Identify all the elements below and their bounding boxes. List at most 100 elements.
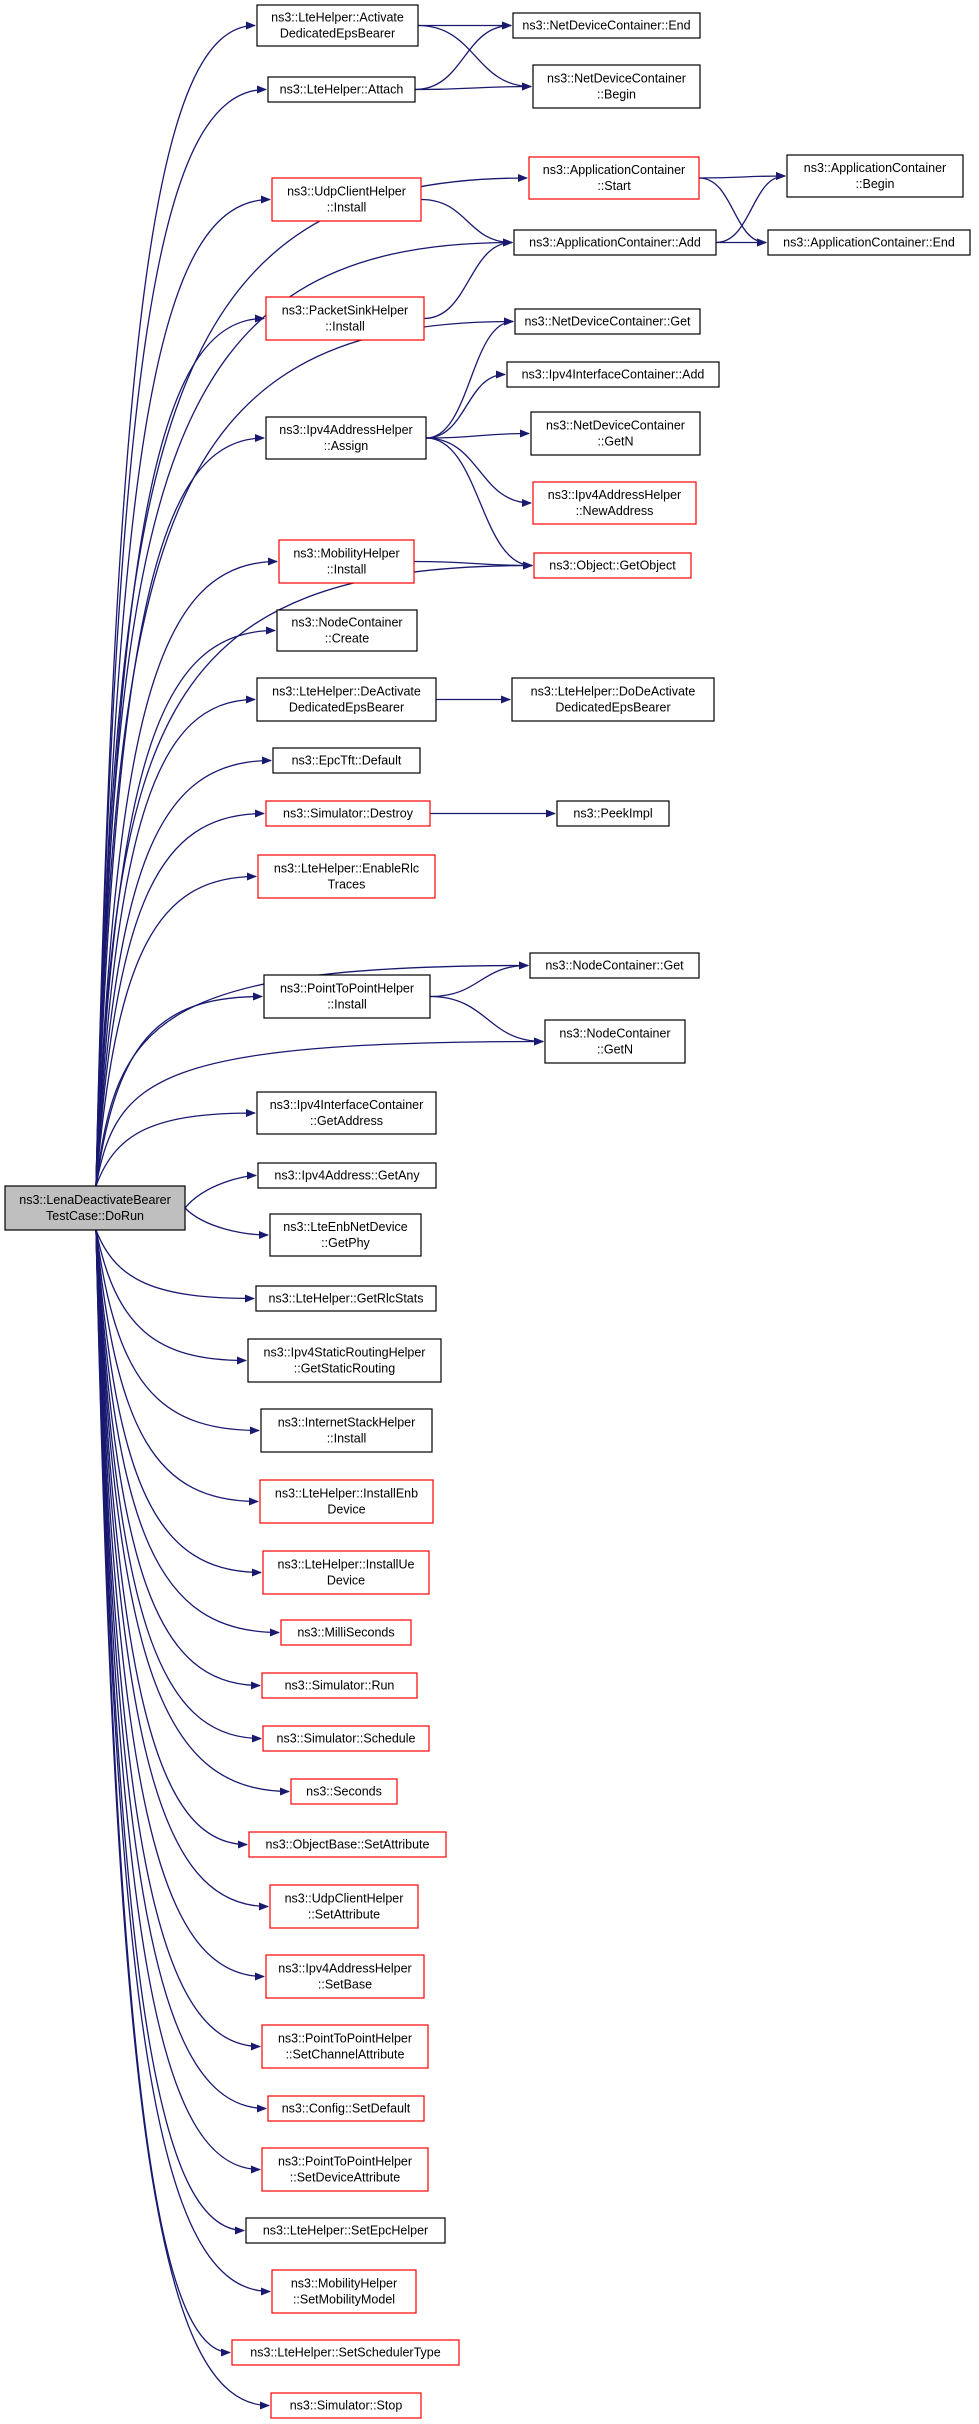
node-box-sim_stop[interactable] bbox=[270, 2392, 422, 2419]
node-box-ndc_get[interactable] bbox=[514, 308, 701, 335]
node-ndc_begin[interactable]: ns3::NetDeviceContainer::Begin bbox=[532, 64, 701, 109]
node-box-ndc_end[interactable] bbox=[512, 12, 701, 39]
node-box-config_setdefault[interactable] bbox=[267, 2095, 425, 2122]
node-app_start[interactable]: ns3::ApplicationContainer::Start bbox=[528, 156, 700, 200]
node-box-ipv4ah_setbase[interactable] bbox=[265, 1954, 425, 1999]
node-app_add[interactable]: ns3::ApplicationContainer::Add bbox=[513, 229, 717, 256]
node-box-enb_getphy[interactable] bbox=[269, 1213, 422, 1257]
node-box-ipv4ic_getaddr[interactable] bbox=[256, 1091, 437, 1135]
node-sim_schedule[interactable]: ns3::Simulator::Schedule bbox=[262, 1725, 430, 1752]
node-ndc_get[interactable]: ns3::NetDeviceContainer::Get bbox=[514, 308, 701, 335]
node-box-nc_getn[interactable] bbox=[544, 1019, 686, 1064]
node-app_end[interactable]: ns3::ApplicationContainer::End bbox=[767, 229, 971, 256]
node-ndc_end[interactable]: ns3::NetDeviceContainer::End bbox=[512, 12, 701, 39]
node-box-mob_install[interactable] bbox=[278, 539, 415, 584]
node-box-dodeactivate[interactable] bbox=[511, 677, 715, 722]
node-set_scheduler[interactable]: ns3::LteHelper::SetSchedulerType bbox=[231, 2339, 460, 2366]
node-box-ipv4_getany[interactable] bbox=[257, 1162, 437, 1189]
node-ipv4ah_setbase[interactable]: ns3::Ipv4AddressHelper::SetBase bbox=[265, 1954, 425, 1999]
node-seconds[interactable]: ns3::Seconds bbox=[290, 1778, 398, 1805]
node-box-app_begin[interactable] bbox=[786, 154, 964, 198]
node-inet_install[interactable]: ns3::InternetStackHelper::Install bbox=[260, 1408, 433, 1453]
node-p2p_setchan[interactable]: ns3::PointToPointHelper::SetChannelAttri… bbox=[261, 2024, 429, 2069]
node-box-app_end[interactable] bbox=[767, 229, 971, 256]
node-box-static_routing[interactable] bbox=[247, 1338, 442, 1383]
node-box-attach[interactable] bbox=[267, 76, 416, 103]
node-mob_install[interactable]: ns3::MobilityHelper::Install bbox=[278, 539, 415, 584]
node-dodeactivate[interactable]: ns3::LteHelper::DoDeActivateDedicatedEps… bbox=[511, 677, 715, 722]
node-box-get_rlcstats[interactable] bbox=[255, 1285, 437, 1312]
node-udp_install[interactable]: ns3::UdpClientHelper::Install bbox=[271, 177, 422, 222]
node-box-deactivate[interactable] bbox=[256, 677, 437, 722]
node-box-enable_rlc[interactable] bbox=[257, 854, 436, 899]
node-box-activate[interactable] bbox=[256, 4, 419, 47]
node-box-root[interactable] bbox=[4, 1185, 186, 1231]
node-mob_setmodel[interactable]: ns3::MobilityHelper::SetMobilityModel bbox=[271, 2269, 417, 2314]
node-box-set_scheduler[interactable] bbox=[231, 2339, 460, 2366]
node-box-app_add[interactable] bbox=[513, 229, 717, 256]
node-box-milliseconds[interactable] bbox=[280, 1619, 412, 1646]
node-ipv4ic_getaddr[interactable]: ns3::Ipv4InterfaceContainer::GetAddress bbox=[256, 1091, 437, 1135]
node-nc_create[interactable]: ns3::NodeContainer::Create bbox=[276, 609, 418, 652]
node-enb_getphy[interactable]: ns3::LteEnbNetDevice::GetPhy bbox=[269, 1213, 422, 1257]
node-sim_stop[interactable]: ns3::Simulator::Stop bbox=[270, 2392, 422, 2419]
node-box-set_epchelper[interactable] bbox=[245, 2217, 446, 2244]
node-sink_install[interactable]: ns3::PacketSinkHelper::Install bbox=[265, 296, 425, 341]
node-box-inet_install[interactable] bbox=[260, 1408, 433, 1453]
node-box-mob_setmodel[interactable] bbox=[271, 2269, 417, 2314]
node-box-sim_schedule[interactable] bbox=[262, 1725, 430, 1752]
node-app_begin[interactable]: ns3::ApplicationContainer::Begin bbox=[786, 154, 964, 198]
node-get_rlcstats[interactable]: ns3::LteHelper::GetRlcStats bbox=[255, 1285, 437, 1312]
node-ndc_getn[interactable]: ns3::NetDeviceContainer::GetN bbox=[530, 411, 701, 456]
node-sim_run[interactable]: ns3::Simulator::Run bbox=[261, 1672, 418, 1699]
node-p2p_setdev[interactable]: ns3::PointToPointHelper::SetDeviceAttrib… bbox=[261, 2147, 429, 2192]
node-obj_getobject[interactable]: ns3::Object::GetObject bbox=[533, 552, 692, 579]
node-box-peekimpl[interactable] bbox=[556, 800, 670, 827]
node-config_setdefault[interactable]: ns3::Config::SetDefault bbox=[267, 2095, 425, 2122]
node-nc_get[interactable]: ns3::NodeContainer::Get bbox=[529, 952, 700, 979]
node-box-install_ue[interactable] bbox=[262, 1550, 430, 1595]
node-attach[interactable]: ns3::LteHelper::Attach bbox=[267, 76, 416, 103]
node-box-p2p_setdev[interactable] bbox=[261, 2147, 429, 2192]
node-ipv4ic_add[interactable]: ns3::Ipv4InterfaceContainer::Add bbox=[506, 361, 720, 388]
node-ipv4ah_assign[interactable]: ns3::Ipv4AddressHelper::Assign bbox=[265, 416, 427, 460]
node-box-ipv4ah_newaddr[interactable] bbox=[532, 481, 697, 525]
node-box-app_start[interactable] bbox=[528, 156, 700, 200]
node-epctft_default[interactable]: ns3::EpcTft::Default bbox=[272, 747, 421, 774]
node-box-p2p_install[interactable] bbox=[263, 974, 431, 1019]
node-box-p2p_setchan[interactable] bbox=[261, 2024, 429, 2069]
node-box-sim_run[interactable] bbox=[261, 1672, 418, 1699]
node-ipv4_getany[interactable]: ns3::Ipv4Address::GetAny bbox=[257, 1162, 437, 1189]
node-ipv4ah_newaddr[interactable]: ns3::Ipv4AddressHelper::NewAddress bbox=[532, 481, 697, 525]
node-box-install_enb[interactable] bbox=[259, 1479, 434, 1524]
node-activate[interactable]: ns3::LteHelper::ActivateDedicatedEpsBear… bbox=[256, 4, 419, 47]
node-box-ndc_begin[interactable] bbox=[532, 64, 701, 109]
node-box-seconds[interactable] bbox=[290, 1778, 398, 1805]
node-deactivate[interactable]: ns3::LteHelper::DeActivateDedicatedEpsBe… bbox=[256, 677, 437, 722]
node-box-ob_setattr[interactable] bbox=[248, 1831, 447, 1858]
node-udp_setattr[interactable]: ns3::UdpClientHelper::SetAttribute bbox=[269, 1884, 419, 1929]
node-box-udp_setattr[interactable] bbox=[269, 1884, 419, 1929]
node-p2p_install[interactable]: ns3::PointToPointHelper::Install bbox=[263, 974, 431, 1019]
node-box-nc_get[interactable] bbox=[529, 952, 700, 979]
node-box-nc_create[interactable] bbox=[276, 609, 418, 652]
node-sim_destroy[interactable]: ns3::Simulator::Destroy bbox=[265, 800, 431, 827]
node-peekimpl[interactable]: ns3::PeekImpl bbox=[556, 800, 670, 827]
node-ob_setattr[interactable]: ns3::ObjectBase::SetAttribute bbox=[248, 1831, 447, 1858]
node-milliseconds[interactable]: ns3::MilliSeconds bbox=[280, 1619, 412, 1646]
node-box-sink_install[interactable] bbox=[265, 296, 425, 341]
node-set_epchelper[interactable]: ns3::LteHelper::SetEpcHelper bbox=[245, 2217, 446, 2244]
node-nc_getn[interactable]: ns3::NodeContainer::GetN bbox=[544, 1019, 686, 1064]
node-box-obj_getobject[interactable] bbox=[533, 552, 692, 579]
node-box-epctft_default[interactable] bbox=[272, 747, 421, 774]
node-box-ipv4ic_add[interactable] bbox=[506, 361, 720, 388]
node-box-udp_install[interactable] bbox=[271, 177, 422, 222]
node-box-ipv4ah_assign[interactable] bbox=[265, 416, 427, 460]
node-box-ndc_getn[interactable] bbox=[530, 411, 701, 456]
node-static_routing[interactable]: ns3::Ipv4StaticRoutingHelper::GetStaticR… bbox=[247, 1338, 442, 1383]
node-box-sim_destroy[interactable] bbox=[265, 800, 431, 827]
